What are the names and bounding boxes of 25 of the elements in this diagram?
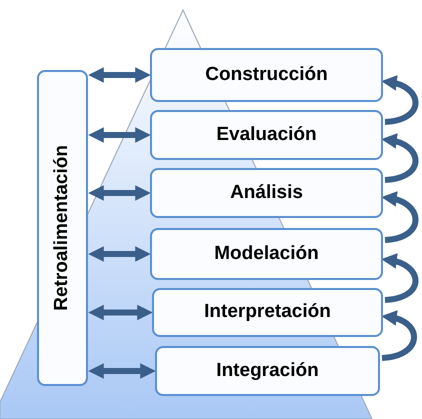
curved-arrow (381, 134, 418, 183)
double-arrow (88, 67, 151, 83)
stage-label: Construcción (205, 62, 328, 87)
curved-arrow (381, 192, 418, 243)
curved-arrow (381, 254, 418, 303)
stage-label: Modelación (214, 242, 319, 266)
stage-box (150, 110, 383, 160)
stage-label: Retroalimentación (50, 145, 74, 311)
stage-box (155, 346, 380, 396)
stage-label: Evaluación (216, 122, 317, 147)
stage-label: Interpretación (204, 300, 331, 324)
feedback-box (37, 70, 88, 386)
double-arrow (88, 185, 151, 201)
stage-box (150, 168, 383, 218)
double-arrow (88, 246, 151, 262)
stage-label: Análisis (230, 180, 303, 205)
stage-box (150, 228, 383, 280)
curved-arrow (381, 76, 418, 125)
stage-label: Integración (216, 358, 319, 383)
double-arrow (88, 363, 156, 379)
stage-box (150, 48, 383, 102)
curved-arrow (381, 310, 417, 361)
double-arrow (88, 127, 151, 143)
double-arrow (88, 304, 153, 320)
stage-box (152, 288, 383, 337)
